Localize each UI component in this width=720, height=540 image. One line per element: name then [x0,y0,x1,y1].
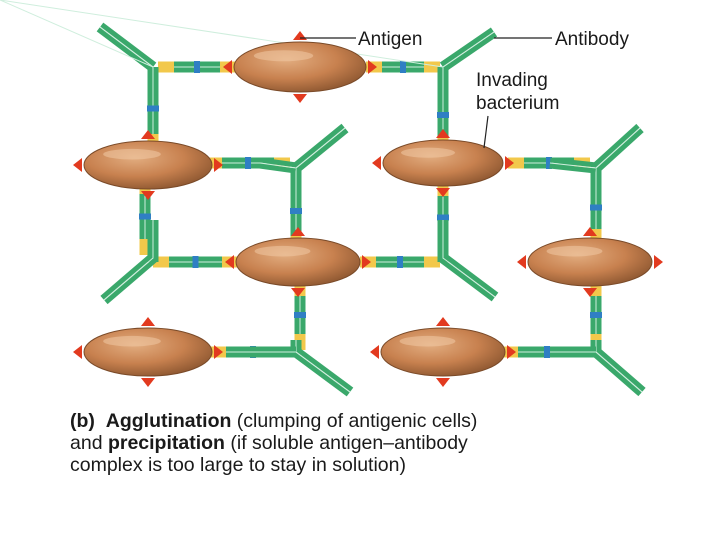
antigen-marker [141,317,155,326]
antibody-y-shape [550,340,646,397]
bacterium-cell [517,227,663,297]
antigen-marker [507,345,516,359]
caption-term-precipitation: precipitation [107,432,225,454]
bacterium-body [83,140,213,190]
antigen-marker [293,94,307,103]
bacterium-body [83,327,213,377]
bacterium-highlight [546,245,603,257]
invading-bacterium-label-line2: bacterium [476,93,559,114]
caption-text-1: (clumping of antigenic cells) [231,410,478,432]
caption-line-3: complex is too large to stay in solution… [70,454,406,476]
antigen-marker [362,255,371,269]
antibody-connector [360,256,440,268]
antigen-marker [214,345,223,359]
bacterium-highlight [103,335,161,347]
antigen-marker [583,227,597,236]
antigen-marker [141,191,155,200]
bacterium-highlight [399,335,456,347]
antigen-marker [368,60,377,74]
caption-text-2: (if soluble antigen–antibody [224,432,468,454]
caption-term-agglutination: Agglutination [105,410,232,432]
antigen-marker [141,130,155,139]
invading-bacterium-label-line1: Invading [476,70,548,91]
antigen-marker [73,345,82,359]
antigen-marker [225,255,234,269]
caption-panel-label: (b) [70,410,95,432]
antibody-y-shape [0,0,498,110]
bacterium-leader-line [483,115,489,149]
antigen-marker [141,378,155,387]
antibody-connector [366,61,440,73]
bacterium-body [527,237,653,287]
agglutination-diagram: Antigen Antibody Invading bacterium [0,0,663,397]
antigen-marker [214,158,223,172]
bacterium-highlight [401,147,455,158]
antigen-marker [436,378,450,387]
antigen-marker [372,156,381,170]
bacterium-cell [372,129,514,197]
antigen-marker [370,345,379,359]
antigen-label: Antigen [358,29,422,50]
antigen-marker [73,158,82,172]
caption-and: and [70,432,108,454]
antigen-marker [436,188,450,197]
antibody-label: Antibody [555,29,629,50]
caption-line-2: and precipitation (if soluble antigen–an… [70,432,670,454]
antigen-marker [583,288,597,297]
antigen-marker [654,255,663,269]
antibody-y-shape [549,123,644,200]
antibody-y-shape [259,123,349,200]
antigen-marker [505,156,514,170]
antibody-y-shape [100,220,159,305]
bacterium-cell [73,317,223,387]
label-layer: Antigen Antibody Invading bacterium [300,29,629,149]
antigen-marker [517,255,526,269]
bacterium-body [380,327,506,377]
bacterium-highlight [253,50,314,62]
antigen-marker [293,31,307,40]
antigen-marker [223,60,232,74]
bacterium-body [235,237,361,287]
bacterium-cell [223,31,377,103]
antibody-network [0,0,646,397]
bacterium-highlight [254,245,311,257]
antibody-y-shape [0,0,159,100]
antibody-y-shape [437,220,499,302]
bacterium-highlight [103,148,161,160]
bacterium-cell [73,130,223,200]
antigen-marker [291,227,305,236]
antigen-marker [436,129,450,138]
bacterium-body [382,139,504,187]
antigen-marker [436,317,450,326]
bacterium-cell [225,227,371,297]
bacteria-layer [73,31,663,387]
caption-line-1: (b) Agglutination (clumping of antigenic… [70,410,670,432]
bacterium-cell [370,317,516,387]
figure-caption: (b) Agglutination (clumping of antigenic… [70,410,670,476]
antibody-y-shape [250,340,354,397]
bacterium-body [233,41,367,93]
antigen-marker [291,288,305,297]
